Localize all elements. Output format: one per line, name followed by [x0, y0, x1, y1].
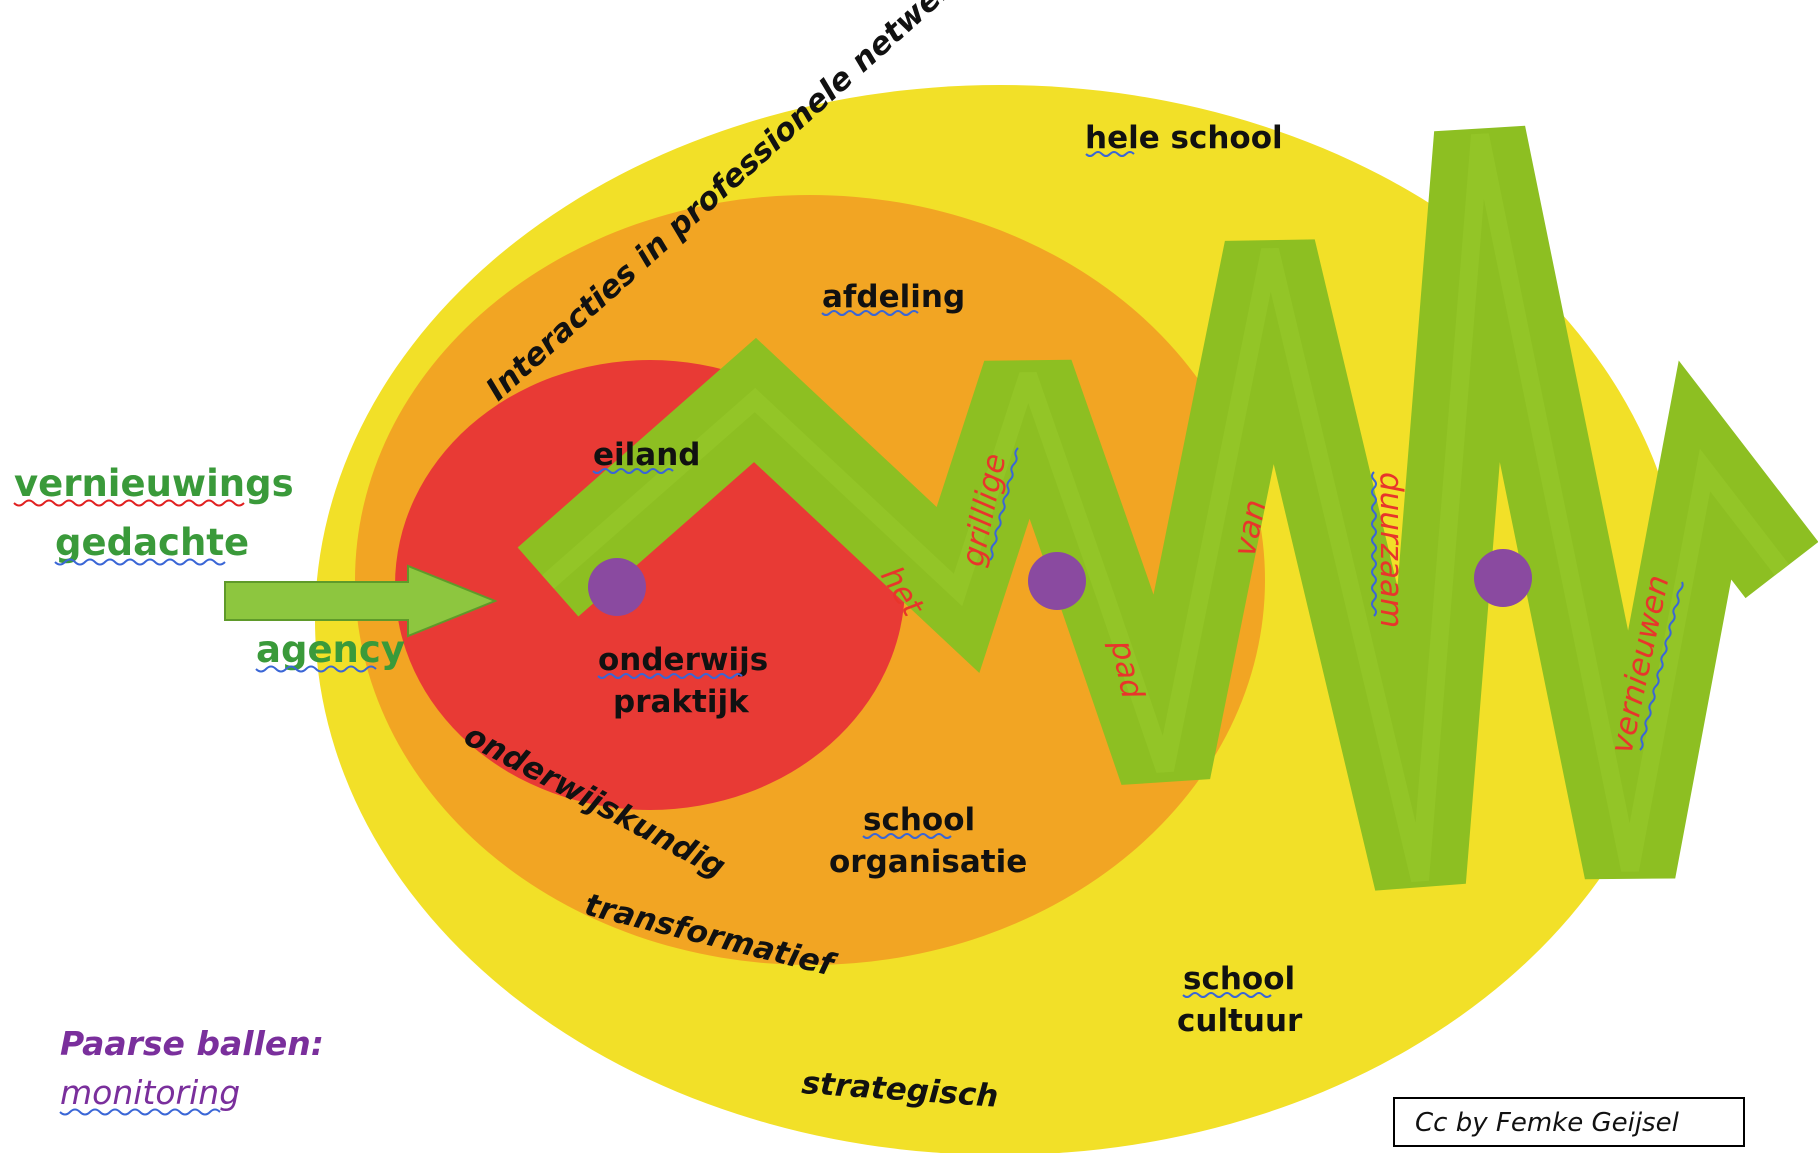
label-culture-line1: school: [1183, 961, 1295, 997]
label-agency: agency: [256, 628, 405, 671]
label-practice-line1: onderwijs: [598, 642, 768, 678]
label-island: eiland: [593, 437, 700, 473]
monitoring-ball-1: [588, 558, 646, 616]
label-organisation-line2: organisatie: [829, 844, 1027, 880]
label-culture-line2: cultuur: [1177, 1003, 1303, 1039]
credit-text: Cc by Femke Geijsel: [1415, 1108, 1679, 1138]
renewal-zigzag-path: [517, 125, 1818, 891]
label-purple-balls-title: Paarse ballen:: [60, 1024, 324, 1063]
label-organisation-line1: school: [863, 802, 975, 838]
credit-box: Cc by Femke Geijsel: [1393, 1097, 1745, 1147]
monitoring-ball-2: [1028, 552, 1086, 610]
renewal-zigzag-edge: [542, 133, 1790, 883]
label-renewal-idea-line2: gedachte: [55, 521, 249, 564]
monitoring-ball-3: [1474, 549, 1532, 607]
label-purple-balls-meaning: monitoring: [60, 1073, 240, 1112]
label-department: afdeling: [822, 279, 965, 315]
label-whole-school: hele school: [1085, 120, 1283, 156]
label-practice-line2: praktijk: [613, 684, 750, 720]
label-renewal-idea-line1: vernieuwings: [14, 462, 294, 505]
agency-arrow: [224, 564, 498, 638]
path-word-duurzaam: duurzaam: [1373, 472, 1409, 628]
